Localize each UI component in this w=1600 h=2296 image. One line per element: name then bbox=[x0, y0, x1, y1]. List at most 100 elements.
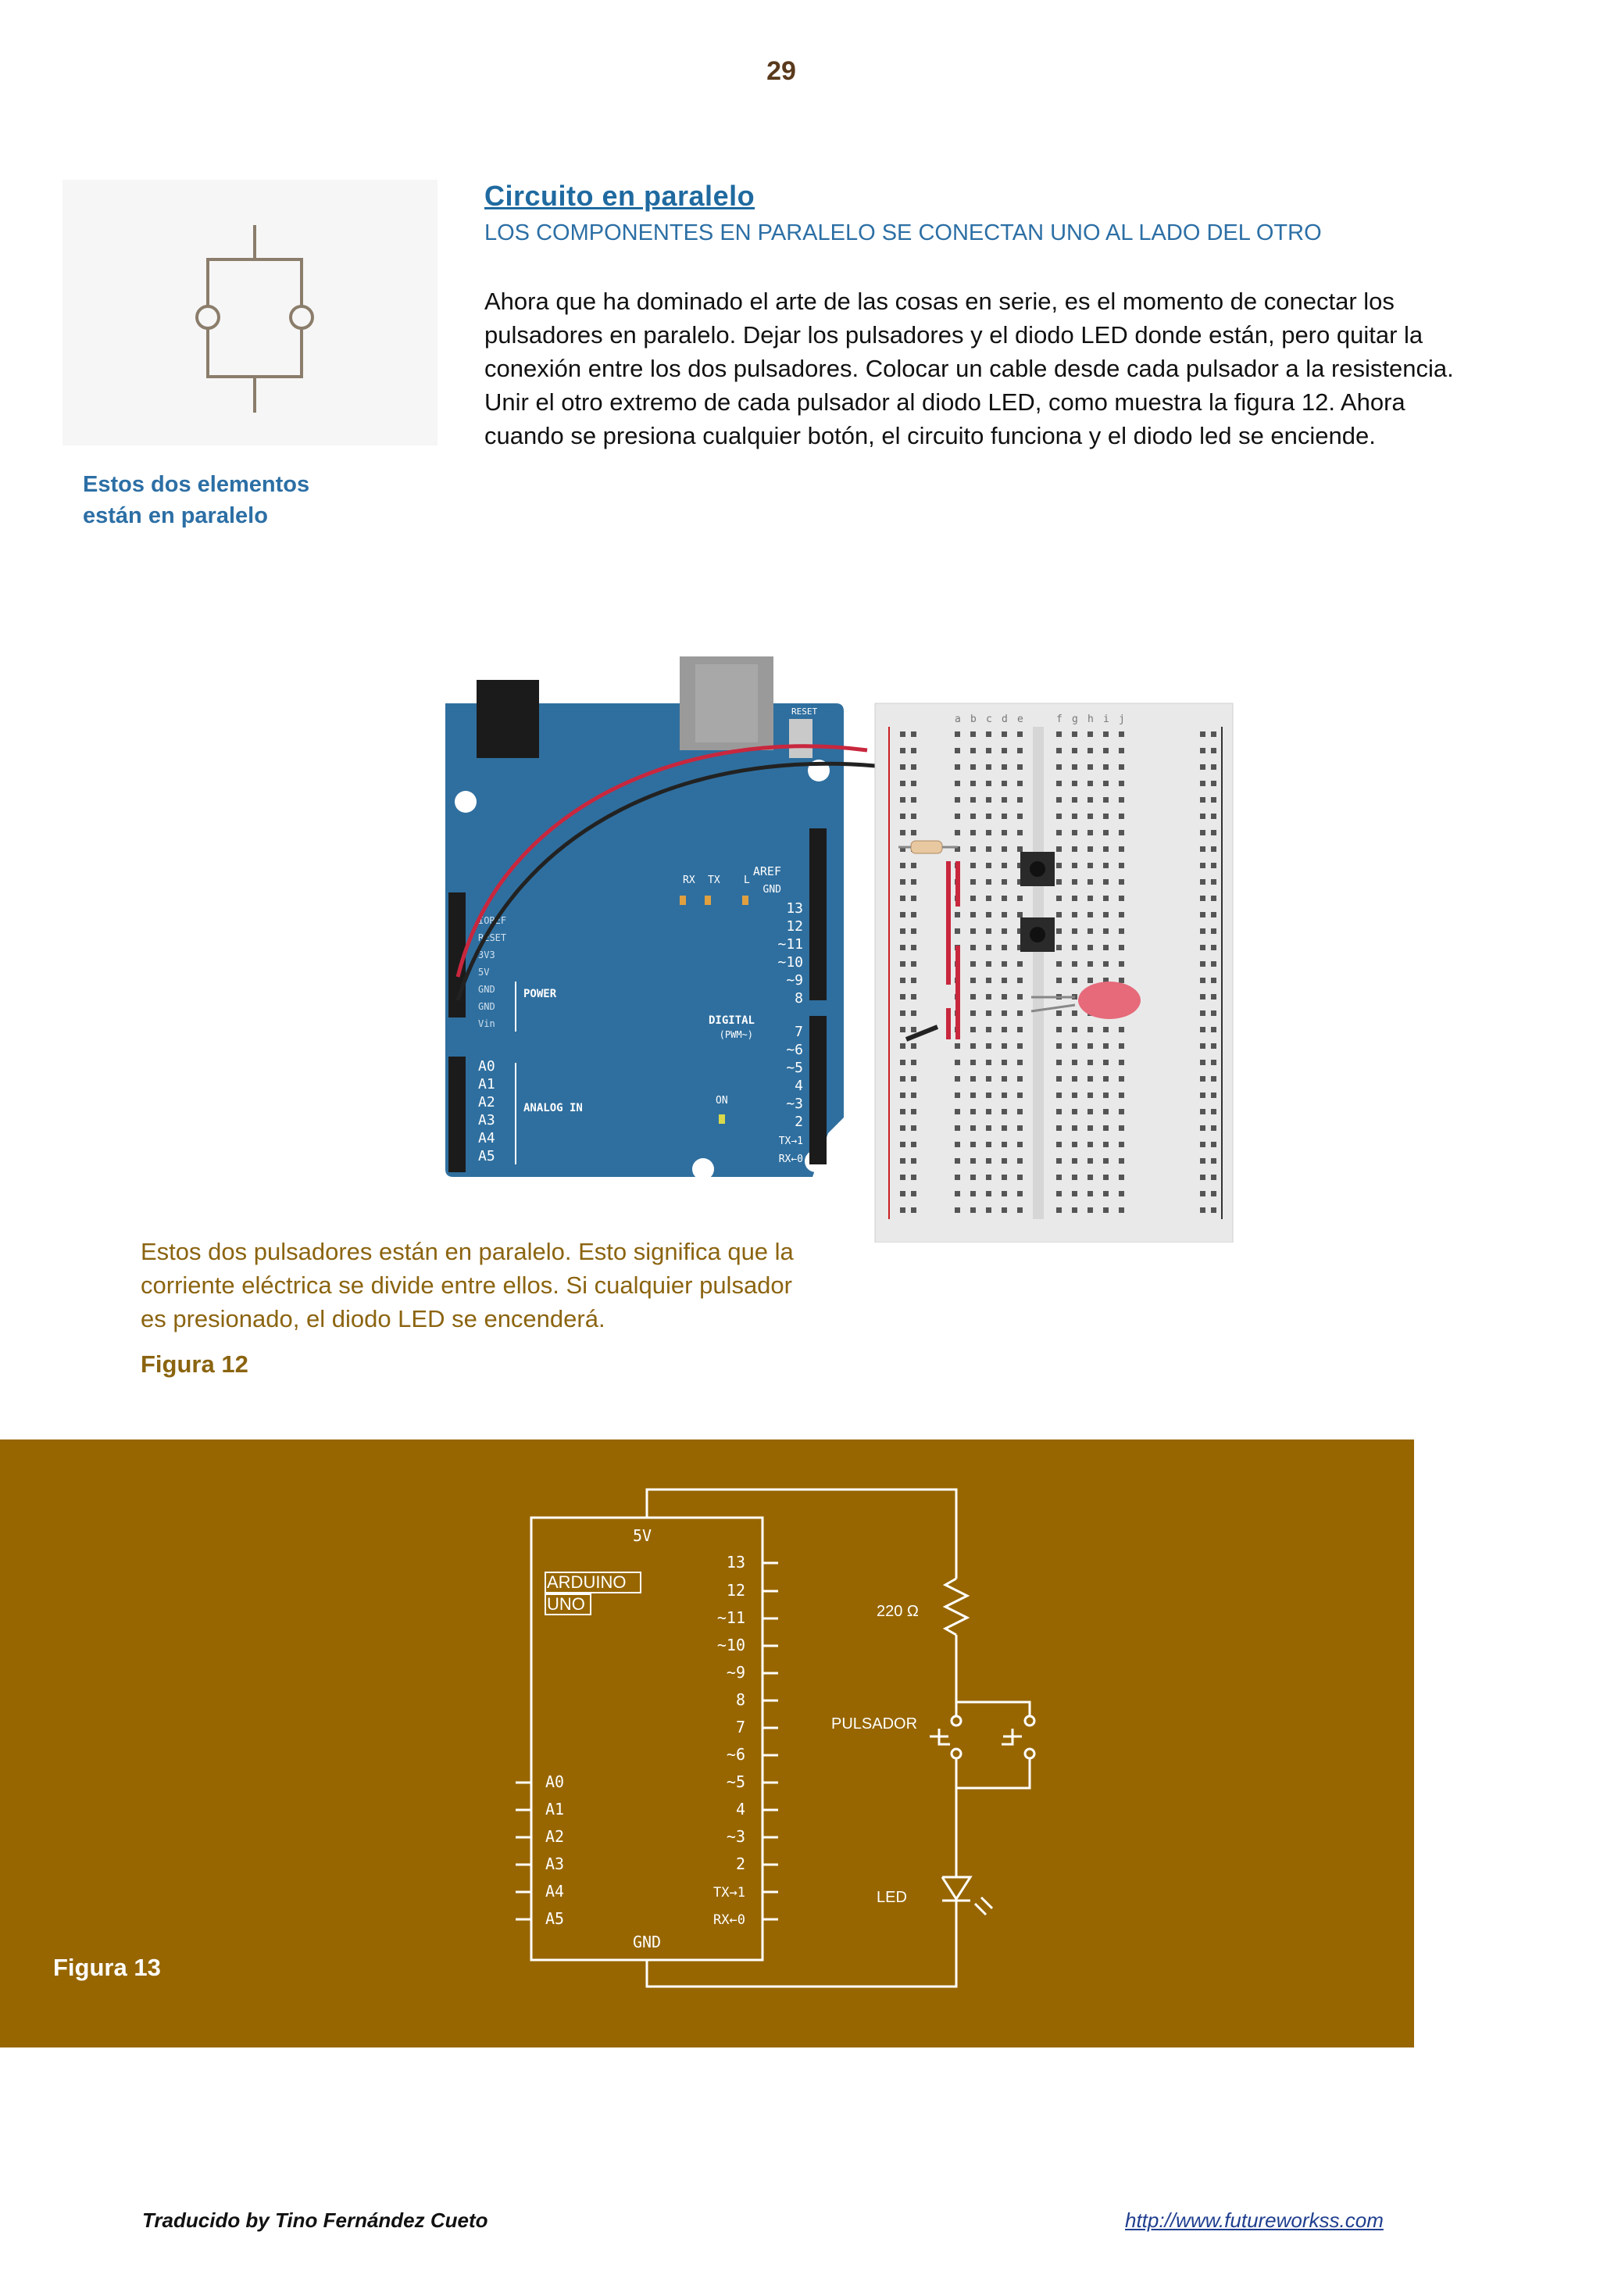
breadboard-hole bbox=[1088, 928, 1093, 934]
pin-label: A0 bbox=[545, 1772, 564, 1791]
breadboard-hole bbox=[1200, 1093, 1205, 1098]
breadboard-hole bbox=[1088, 830, 1093, 835]
breadboard-hole bbox=[1017, 1010, 1023, 1016]
breadboard-hole bbox=[1072, 863, 1077, 868]
breadboard-hole bbox=[1200, 1010, 1205, 1016]
gnd-label: GND bbox=[763, 884, 782, 896]
breadboard-hole bbox=[970, 846, 976, 852]
breadboard-hole bbox=[900, 814, 905, 819]
breadboard-hole bbox=[911, 814, 916, 819]
pin-label: ~6 bbox=[727, 1745, 745, 1764]
breadboard-hole bbox=[1072, 797, 1077, 803]
breadboard-hole bbox=[1017, 1060, 1023, 1065]
breadboard-hole bbox=[1072, 896, 1077, 901]
breadboard-hole bbox=[955, 1207, 960, 1213]
resistor-label: 220 Ω bbox=[877, 1603, 919, 1620]
column-label: a bbox=[955, 713, 961, 725]
breadboard-hole bbox=[1088, 978, 1093, 983]
body-line: conexión entre los dos pulsadores. Coloc… bbox=[484, 352, 1500, 385]
breadboard-hole bbox=[1056, 1125, 1062, 1131]
breadboard-hole bbox=[1200, 781, 1205, 786]
breadboard-hole bbox=[1103, 961, 1109, 967]
breadboard-hole bbox=[911, 1109, 916, 1114]
breadboard-hole bbox=[1200, 748, 1205, 753]
column-label: c bbox=[986, 713, 992, 725]
column-label: b bbox=[970, 713, 977, 725]
breadboard-hole bbox=[1119, 1175, 1124, 1180]
breadboard-hole bbox=[1200, 1125, 1205, 1131]
breadboard-hole bbox=[1072, 1060, 1077, 1065]
breadboard-hole bbox=[1002, 1142, 1007, 1147]
breadboard-hole bbox=[900, 912, 905, 917]
breadboard-hole bbox=[911, 1191, 916, 1196]
breadboard-hole bbox=[911, 863, 916, 868]
breadboard-hole bbox=[986, 1191, 991, 1196]
pin-label: ~6 bbox=[786, 1042, 803, 1058]
breadboard-hole bbox=[970, 1043, 976, 1049]
breadboard-hole bbox=[1200, 1175, 1205, 1180]
breadboard-hole bbox=[986, 731, 991, 737]
breadboard-hole bbox=[1072, 830, 1077, 835]
breadboard-hole bbox=[1119, 912, 1124, 917]
breadboard-hole bbox=[1103, 1027, 1109, 1032]
breadboard-hole bbox=[986, 830, 991, 835]
breadboard-hole bbox=[955, 748, 960, 753]
breadboard-hole bbox=[911, 731, 916, 737]
breadboard-hole bbox=[1211, 978, 1216, 983]
footer-link[interactable]: http://www.futureworkss.com bbox=[1125, 2208, 1384, 2233]
breadboard-hole bbox=[1056, 1191, 1062, 1196]
breadboard-hole bbox=[1200, 928, 1205, 934]
breadboard-hole bbox=[1002, 945, 1007, 950]
breadboard-hole bbox=[1200, 1142, 1205, 1147]
breadboard-hole bbox=[1119, 1076, 1124, 1082]
analog-label: ANALOG IN bbox=[523, 1102, 583, 1114]
breadboard-hole bbox=[970, 1125, 976, 1131]
breadboard-hole bbox=[1017, 978, 1023, 983]
breadboard-hole bbox=[1017, 1175, 1023, 1180]
board-name: ARDUINO bbox=[547, 1572, 626, 1592]
breadboard-hole bbox=[955, 1043, 960, 1049]
breadboard-hole bbox=[1211, 1125, 1216, 1131]
breadboard-hole bbox=[1056, 1142, 1062, 1147]
pwm-label: (PWM~) bbox=[720, 1029, 753, 1040]
arduino-board: RESET AREF GND RX TX L 13 12 ~11 ~10 ~9 … bbox=[445, 656, 844, 1180]
breadboard-hole bbox=[1088, 1093, 1093, 1098]
breadboard-hole bbox=[1017, 1027, 1023, 1032]
schematic-digital-labels: 13 12 ~11 ~10 ~9 8 7 ~6 ~5 4 ~3 2 TX→1 R… bbox=[713, 1553, 745, 1928]
breadboard-hole bbox=[1056, 764, 1062, 770]
breadboard-hole bbox=[1017, 1207, 1023, 1213]
pin-label: TX→1 bbox=[779, 1135, 803, 1147]
breadboard-hole bbox=[900, 1043, 905, 1049]
breadboard-hole bbox=[1056, 1043, 1062, 1049]
breadboard-hole bbox=[1200, 1191, 1205, 1196]
column-label: e bbox=[1017, 713, 1023, 725]
breadboard-hole bbox=[970, 978, 976, 983]
tx-label: TX bbox=[708, 874, 720, 886]
pin-label: A2 bbox=[545, 1827, 564, 1846]
breadboard-hole bbox=[900, 1109, 905, 1114]
breadboard-hole bbox=[1017, 912, 1023, 917]
breadboard-hole bbox=[1017, 731, 1023, 737]
breadboard-hole bbox=[1017, 814, 1023, 819]
breadboard-hole bbox=[1072, 978, 1077, 983]
pin-label: RX←0 bbox=[779, 1153, 803, 1165]
breadboard-hole bbox=[1056, 1158, 1062, 1164]
breadboard-hole bbox=[1103, 1093, 1109, 1098]
breadboard-hole bbox=[986, 1207, 991, 1213]
digital-label: DIGITAL bbox=[709, 1014, 755, 1027]
breadboard-hole bbox=[911, 1125, 916, 1131]
breadboard-hole bbox=[1072, 1158, 1077, 1164]
breadboard-hole bbox=[1056, 1093, 1062, 1098]
breadboard-hole bbox=[900, 961, 905, 967]
breadboard-hole bbox=[900, 781, 905, 786]
breadboard-hole bbox=[1200, 830, 1205, 835]
breadboard-hole bbox=[1072, 1027, 1077, 1032]
breadboard-hole bbox=[911, 764, 916, 770]
breadboard-hole bbox=[1056, 1027, 1062, 1032]
breadboard-hole bbox=[970, 928, 976, 934]
breadboard-hole bbox=[1056, 781, 1062, 786]
breadboard-hole bbox=[1119, 1060, 1124, 1065]
breadboard-hole bbox=[1072, 1125, 1077, 1131]
breadboard-hole bbox=[970, 814, 976, 819]
breadboard-hole bbox=[970, 781, 976, 786]
